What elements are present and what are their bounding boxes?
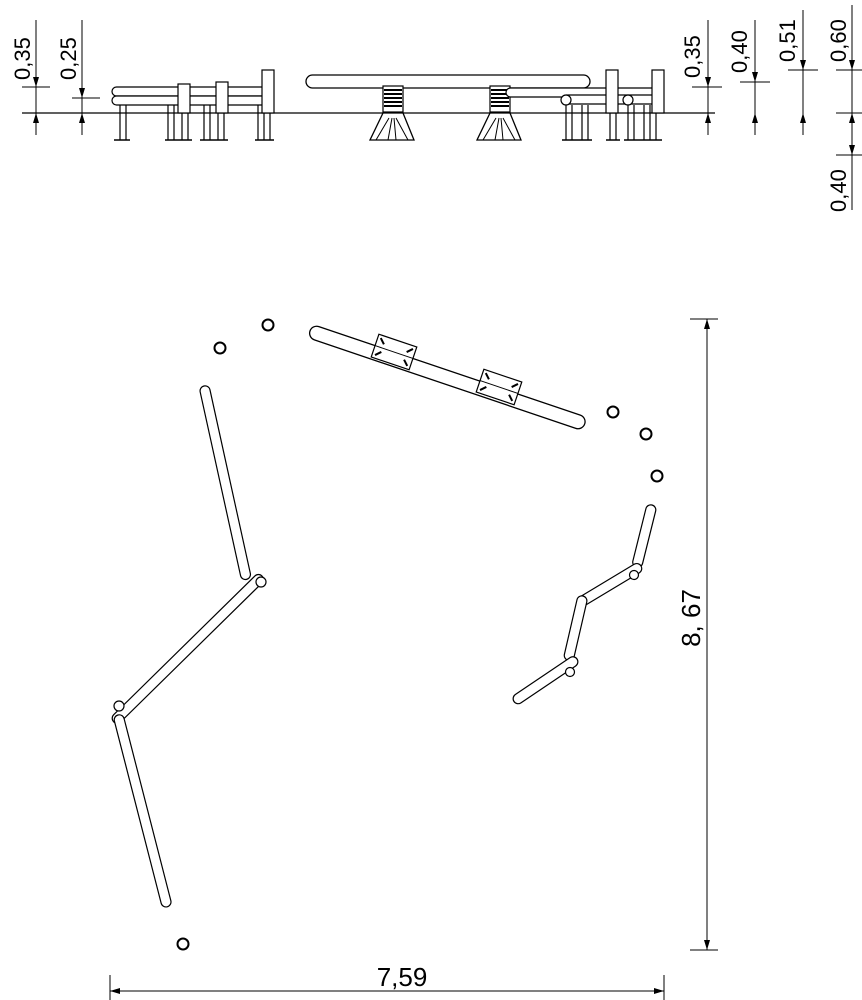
left-height-label-b: 0,25 bbox=[56, 37, 81, 80]
right-height-dimension-d: 0,60 0,40 bbox=[826, 5, 862, 212]
stepping-posts-plan bbox=[176, 318, 664, 951]
seesaw-elevation bbox=[305, 74, 591, 141]
right-balance-beams-elevation bbox=[505, 69, 665, 141]
width-dimension: 7,59 bbox=[109, 962, 665, 1000]
width-label: 7,59 bbox=[377, 962, 428, 992]
elevation-view: 0,35 0,25 bbox=[10, 5, 862, 212]
right-height-label-a: 0,35 bbox=[680, 35, 705, 78]
right-height-dimension-c: 0,51 bbox=[775, 10, 818, 135]
left-height-dimension-a: 0,35 bbox=[10, 20, 50, 135]
depth-label: 8, 67 bbox=[676, 589, 706, 647]
left-height-dimension-b: 0,25 bbox=[56, 20, 100, 135]
plan-view: 8, 67 7,59 bbox=[109, 318, 718, 1000]
right-height-label-b: 0,40 bbox=[727, 30, 752, 73]
right-height-dimension-b: 0,40 bbox=[727, 20, 770, 135]
seesaw-plan bbox=[308, 325, 586, 430]
right-height-label-d: 0,60 bbox=[826, 19, 851, 62]
right-height-label-c: 0,51 bbox=[775, 19, 800, 62]
left-zigzag-beams-plan bbox=[111, 385, 267, 908]
left-balance-beams-elevation bbox=[111, 69, 275, 141]
depth-dimension: 8, 67 bbox=[676, 318, 718, 951]
right-height-dimension-a: 0,35 bbox=[680, 20, 722, 135]
left-height-label-a: 0,35 bbox=[10, 37, 35, 80]
right-zigzag-beams-plan bbox=[512, 504, 657, 705]
right-depth-label: 0,40 bbox=[826, 169, 851, 212]
